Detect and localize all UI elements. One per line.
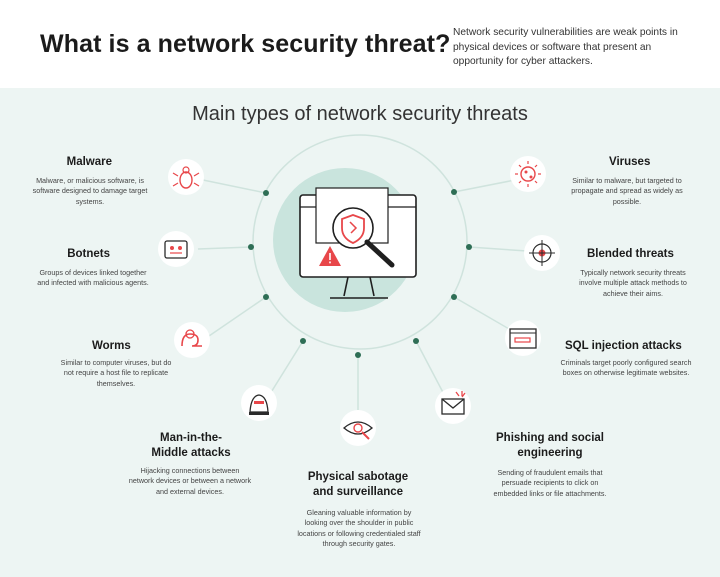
virus-icon [510,156,546,192]
eye-icon [340,410,376,446]
malware-description: Malware, or malicious software, is softw… [32,176,148,206]
botnets-description: Groups of devices linked together and in… [37,268,149,288]
phishing-title: Phishing and social engineering [496,432,604,459]
viruses-title: Viruses [609,156,651,168]
connector-dots [248,189,472,358]
mitm-title: Man-in-the-Middle attacks [151,432,231,459]
orbit-ring [252,134,468,350]
sql-title: SQL injection attacks [565,340,682,352]
diagram-subtitle: Main types of network security threats [192,103,528,125]
robot-icon [158,231,194,267]
hacker-icon [241,385,277,421]
physical-description: Gleaning valuable information by looking… [297,508,421,548]
header: What is a network security threat? Netwo… [0,0,720,88]
worms-title: Worms [92,340,131,352]
blended-description: Typically network security threats invol… [579,268,687,298]
bug-icon [168,159,204,195]
malware-title: Malware [66,156,112,168]
mitm-description: Hijacking connections between network de… [128,466,252,496]
blended-title: Blended threats [587,248,674,260]
target-icon [524,235,560,271]
page-title: What is a network security threat? [40,30,451,58]
botnets-title: Botnets [67,248,110,260]
envelope-icon [435,388,471,424]
viruses-description: Similar to malware, but targeted to prop… [571,176,683,206]
worm-icon [174,322,210,358]
worms-description: Similar to computer viruses, but do not … [60,358,172,388]
physical-title: Physical sabotage and surveillance [307,471,409,498]
header-description: Network security vulnerabilities are wea… [453,27,678,67]
monitor-with-shield-and-magnifier-icon [273,168,417,312]
phishing-description: Sending of fraudulent emails that persua… [493,468,607,498]
diagram-panel [0,88,720,577]
connector-lines [197,179,528,410]
sql-description: Criminals target poorly configured searc… [560,358,692,378]
browser-window-icon [505,320,541,356]
